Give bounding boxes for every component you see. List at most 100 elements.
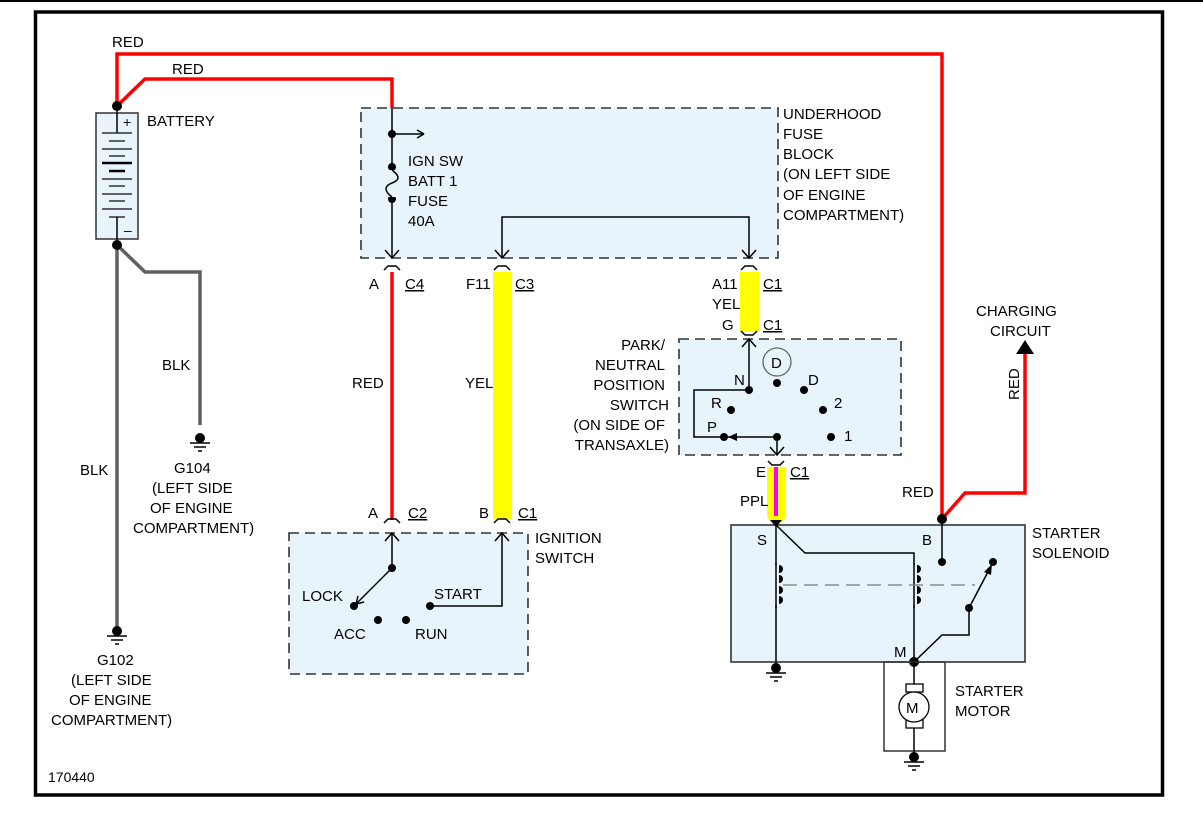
ignition-switch: LOCK ACC RUN START A C2 B C1 IGNITION SW… xyxy=(288,505,602,675)
ignition-switch-box xyxy=(288,532,529,675)
fuse-block-arrow-icon xyxy=(416,129,425,139)
park-neutral-switch: D N D R 2 P 1 PARK/ NEUTRAL POSITION SWI… xyxy=(573,337,902,457)
c3-connector: C3 xyxy=(515,276,534,293)
yel-wire-label-pnp: YEL xyxy=(712,296,740,313)
pnp-top-pin: G xyxy=(722,317,734,334)
blk-wire-label-g104: BLK xyxy=(162,357,190,374)
starter-motor: M STARTER MOTOR xyxy=(883,661,1024,756)
battery-negative-terminal xyxy=(112,240,122,250)
fuse-block-label-3: BLOCK xyxy=(783,146,834,163)
blk-wire-label-g102: BLK xyxy=(80,462,108,479)
motor-ground-icon xyxy=(904,752,924,771)
pnp-p-label: P xyxy=(707,419,717,436)
battery-positive-terminal xyxy=(112,101,122,111)
pnp-2-contact xyxy=(819,406,827,414)
g102-label-1: G102 xyxy=(97,652,134,669)
ground-g104-icon xyxy=(190,433,210,452)
pnp-bottom-connector: C1 xyxy=(790,464,809,481)
solenoid-b-label: B xyxy=(922,532,932,549)
underhood-fuse-block: IGN SW BATT 1 FUSE 40A UNDERHOOD FUSE BL… xyxy=(360,106,904,260)
red-wire-label-charging: RED xyxy=(1006,368,1023,400)
starter-motor-label-1: STARTER xyxy=(955,683,1024,700)
gear-indicator-label: D xyxy=(771,355,782,372)
solenoid-label-2: SOLENOID xyxy=(1032,545,1110,562)
g104-label-1: G104 xyxy=(174,460,211,477)
pnp-r-contact xyxy=(727,406,735,414)
g104-label-3: OF ENGINE xyxy=(150,500,233,517)
fuse-label-line-2: BATT 1 xyxy=(408,173,457,190)
red-wire-label-fuse: RED xyxy=(172,61,204,78)
charging-label-1: CHARGING xyxy=(976,303,1057,320)
pnp-label-3: POSITION xyxy=(593,377,665,394)
c1-pin: A11 xyxy=(712,276,738,293)
motor-icon xyxy=(898,691,930,723)
ignition-c1-pin: B xyxy=(479,505,489,522)
g104-label-4: COMPARTMENT) xyxy=(133,520,254,537)
pnp-n-label: N xyxy=(734,372,745,389)
solenoid-s-label: S xyxy=(757,532,767,549)
c1-connector: C1 xyxy=(763,276,782,293)
fuse-block-label-6: COMPARTMENT) xyxy=(783,207,904,224)
gear-indicator-icon xyxy=(762,347,792,377)
g102-label-2: (LEFT SIDE xyxy=(71,672,152,689)
ignition-start-label: START xyxy=(434,586,482,603)
pnp-1-contact xyxy=(827,433,835,441)
yel-wire-highlight xyxy=(493,272,512,519)
pnp-bottom-pin: E xyxy=(756,464,766,481)
pnp-d-label: D xyxy=(808,372,819,389)
fuse-block-label-5: OF ENGINE xyxy=(783,187,866,204)
ignition-lock-label: LOCK xyxy=(302,588,343,605)
motor-symbol: M xyxy=(906,700,919,717)
fuse-block-box xyxy=(360,107,779,259)
fuse-block-label-4: (ON LEFT SIDE xyxy=(783,166,890,183)
solenoid-label-1: STARTER xyxy=(1032,525,1101,542)
pnp-top-connector: C1 xyxy=(763,317,782,334)
pnp-1-label: 1 xyxy=(844,428,852,445)
ignition-run-label: RUN xyxy=(415,626,448,643)
c4-pin: A xyxy=(369,276,379,293)
red-wire-charging xyxy=(940,353,1027,521)
pnp-r-label: R xyxy=(711,395,722,412)
ignition-switch-label-2: SWITCH xyxy=(535,550,594,567)
g104-label-2: (LEFT SIDE xyxy=(152,480,233,497)
ignition-c2-pin: A xyxy=(368,505,378,522)
charging-arrow-icon xyxy=(1016,340,1034,354)
pnp-2-label: 2 xyxy=(834,395,842,412)
ignition-lock-contact xyxy=(350,602,358,610)
fuse-rating: 40A xyxy=(408,213,435,230)
ground-g102-icon xyxy=(107,626,127,645)
pnp-label-1: PARK/ xyxy=(621,337,666,354)
yel-wire-pnp-highlight xyxy=(740,272,759,332)
solenoid-ground-icon xyxy=(766,663,786,682)
ignition-c1-connector: C1 xyxy=(518,505,537,522)
battery-minus: – xyxy=(124,222,132,238)
red-wire-label-ignition: RED xyxy=(352,375,384,392)
ignition-acc-label: ACC xyxy=(334,626,366,643)
g102-label-3: OF ENGINE xyxy=(69,692,152,709)
red-wire-battery-fuse xyxy=(115,77,394,108)
ignition-run-contact xyxy=(402,616,410,624)
pnp-label-4: SWITCH xyxy=(610,397,669,414)
fuse-icon xyxy=(385,169,399,198)
fuse-label-line-1: IGN SW xyxy=(408,153,464,170)
blk-wire-g104 xyxy=(115,243,202,425)
red-wire-label-top: RED xyxy=(112,34,144,51)
fuse-block-label-1: UNDERHOOD xyxy=(783,106,882,123)
ppl-wire-label: PPL xyxy=(740,493,768,510)
starter-solenoid: S B M STARTER SOLENOID xyxy=(730,514,1110,668)
yel-wire-label-ignition: YEL xyxy=(465,375,493,392)
solenoid-m-label: M xyxy=(894,644,907,661)
ignition-acc-contact xyxy=(374,616,382,624)
pnp-label-6: TRANSAXLE) xyxy=(575,437,669,454)
pnp-d-contact xyxy=(800,386,808,394)
battery-label: BATTERY xyxy=(147,113,215,130)
battery-plus: + xyxy=(123,114,131,130)
ignition-switch-label-1: IGNITION xyxy=(535,530,602,547)
pnp-label-5: (ON SIDE OF xyxy=(573,417,665,434)
fuse-block-label-2: FUSE xyxy=(783,126,823,143)
charging-label-2: CIRCUIT xyxy=(990,323,1051,340)
solenoid-b-terminal xyxy=(937,514,947,524)
pnp-label-2: NEUTRAL xyxy=(595,357,665,374)
g102-label-4: COMPARTMENT) xyxy=(51,712,172,729)
starter-motor-label-2: MOTOR xyxy=(955,703,1011,720)
